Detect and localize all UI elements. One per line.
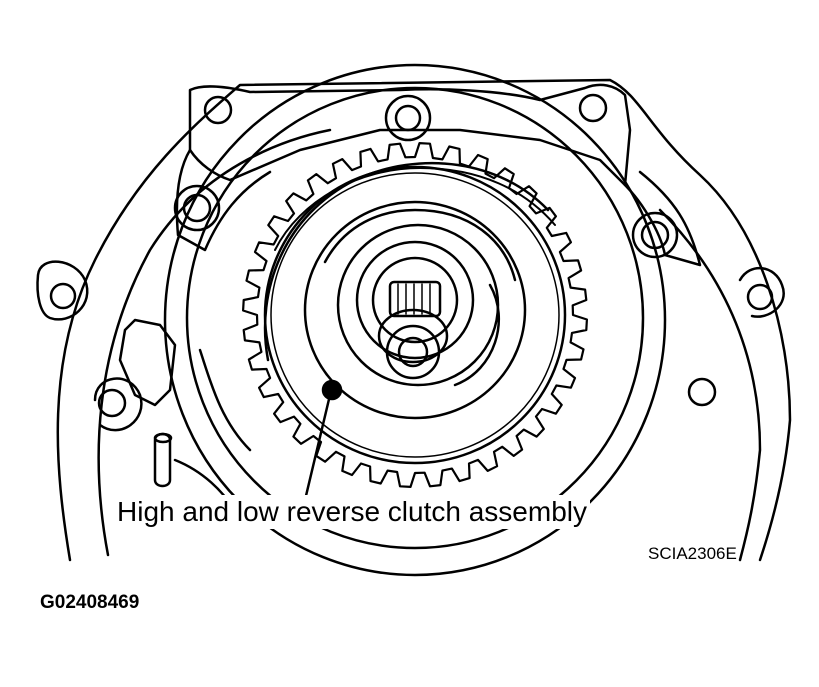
bolt-hole: [689, 379, 715, 405]
clutch-drum-spline: [243, 143, 587, 487]
housing-bore: [165, 65, 665, 575]
callout-leader-line: [305, 395, 330, 500]
callout-leader-dot: [323, 381, 341, 399]
pin-head: [155, 434, 171, 442]
clutch-pack-arc-2: [275, 168, 555, 250]
left-lower-boss: [95, 379, 141, 431]
hub-outer: [305, 202, 525, 418]
transmission-case-outline: [58, 80, 790, 560]
shaft-spline: [390, 282, 440, 316]
bolt-boss-group: [51, 95, 772, 416]
hub-inner-arc: [455, 285, 499, 385]
housing-flange-right: [625, 172, 700, 265]
shaft-tip: [399, 338, 427, 366]
shaft-end: [387, 326, 439, 378]
hub-bore: [373, 258, 457, 342]
shaft-collar: [379, 310, 447, 362]
hub-center: [357, 242, 473, 358]
right-lug: [740, 268, 784, 317]
oil-passage: [120, 320, 175, 405]
bolt-hole: [748, 285, 772, 309]
housing-flange-left: [177, 150, 270, 250]
hub-step-arc: [325, 210, 515, 280]
bolt-boss: [386, 96, 430, 140]
valve-body-edge: [200, 350, 250, 450]
bolt-boss: [633, 213, 677, 257]
clutch-plate-ring: [271, 173, 559, 457]
housing-flange: [190, 85, 630, 185]
bolt-hole: [205, 97, 231, 123]
left-lug: [38, 262, 88, 320]
case-inner-contour: [99, 130, 330, 555]
bolt-hole: [396, 106, 420, 130]
reference-code: SCIA2306E: [648, 544, 737, 563]
case-right-contour: [660, 210, 760, 560]
bolt-hole: [51, 284, 75, 308]
figure-id: G02408469: [40, 592, 140, 613]
callout-label: High and low reverse clutch assembly: [114, 495, 590, 529]
housing-bore-inner: [187, 88, 643, 548]
bolt-boss: [175, 186, 219, 230]
bolt-hole: [184, 195, 210, 221]
bolt-hole: [580, 95, 606, 121]
bolt-hole: [99, 390, 125, 416]
